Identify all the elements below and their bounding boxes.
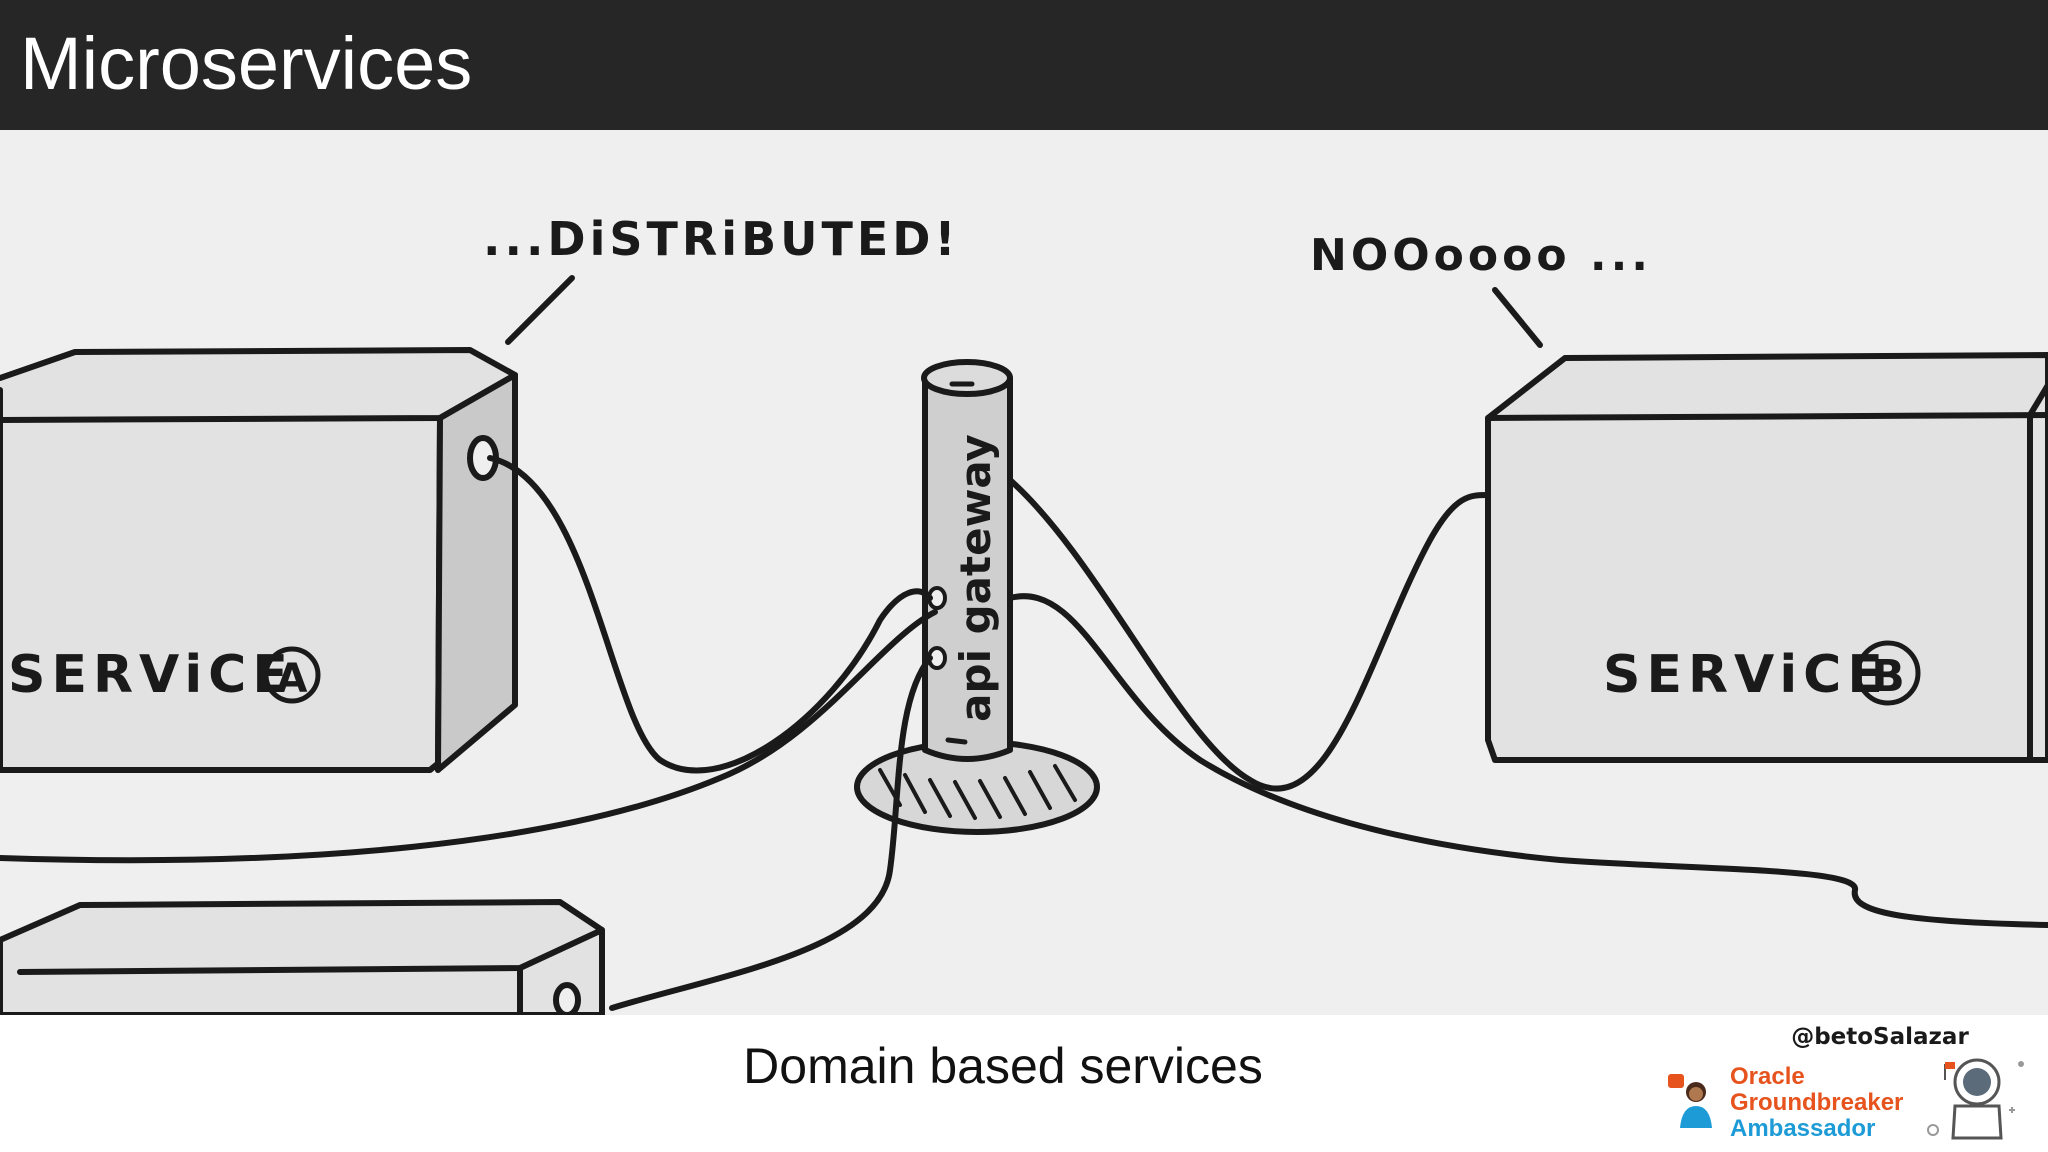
service-a-box [0,347,518,773]
badge-line-groundbreaker: Groundbreaker [1730,1089,1904,1116]
speech-line-right [1492,287,1543,348]
service-b-box [1485,352,2048,763]
cable-gateway-right [1007,593,2048,928]
badge-line-oracle: Oracle [1730,1063,1805,1090]
service-a-letter: A [277,656,308,702]
title-bar: Microservices [0,0,2048,130]
ambassador-badge: Oracle Groundbreaker Ambassador [1660,1050,2040,1150]
sketch-illustration: ...DiSTRiBUTED! NOOoooo ... SERViCE A SE… [0,130,2048,1015]
badge-line-ambassador: Ambassador [1730,1115,1876,1142]
service-b-letter-badge: B [1855,640,1921,706]
service-a-label: SERViCE [8,645,294,705]
cable-gateway-service-b [1007,477,1491,792]
api-gateway-label: api gateway [951,434,1000,722]
speech-line-left [505,275,575,345]
speech-text-nooo: NOOoooo ... [1310,230,1652,281]
slide-title: Microservices [20,22,473,105]
api-gateway-pillar [921,359,1013,762]
service-a-letter-badge: A [263,646,321,704]
cable-service-c-gateway [609,655,933,1011]
cable-service-a-gateway [487,455,933,774]
author-handle: @betoSalazar [1791,1024,1969,1050]
slide-caption: Domain based services [743,1038,1263,1094]
service-c-box [0,899,605,1015]
astronaut-icon [1927,1058,2024,1140]
service-b-label: SERViCE [1603,645,1889,705]
speech-text-distributed: ...DiSTRiBUTED! [483,212,959,266]
service-b-letter: B [1871,651,1905,702]
cable-left-gateway [0,609,938,864]
ambassador-avatar-icon [1668,1074,1712,1128]
